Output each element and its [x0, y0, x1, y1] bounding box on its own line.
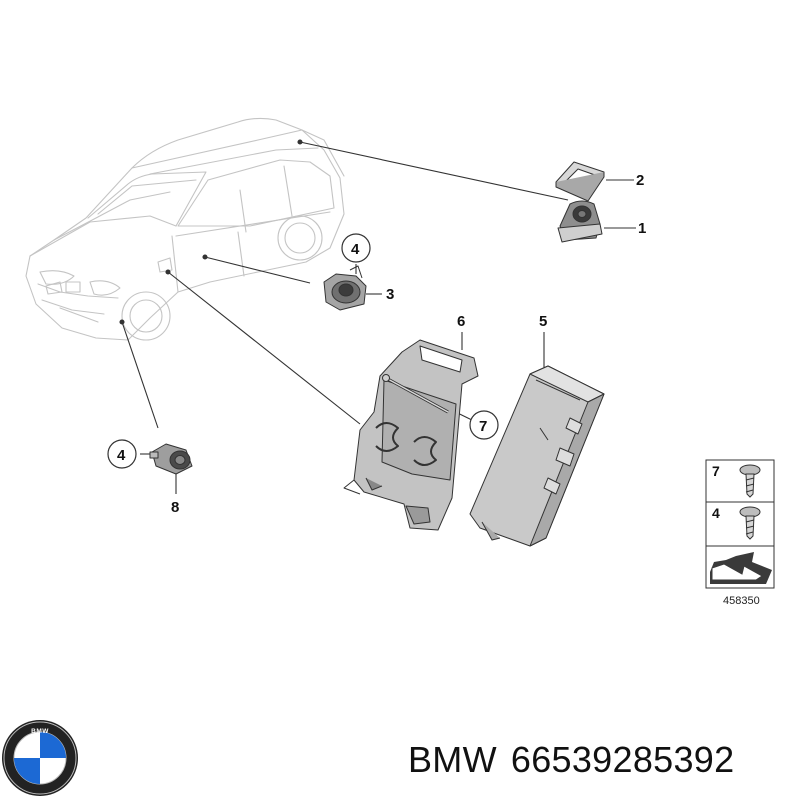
callout-3: 3: [386, 286, 394, 303]
camera-bracket-part: [555, 161, 605, 202]
bmw-logo: BMW: [2, 720, 78, 796]
legend-number-7: 7: [712, 463, 720, 479]
callout-4-circle-lower: 4: [107, 439, 137, 469]
leader-lines: [119, 139, 636, 494]
callout-2: 2: [636, 172, 644, 189]
svg-text:1: 1: [638, 220, 646, 237]
callout-6: 6: [457, 313, 465, 330]
callout-8: 8: [171, 499, 179, 516]
svg-text:6: 6: [457, 313, 465, 330]
front-camera-part: [149, 443, 193, 475]
rear-camera-part: [557, 200, 603, 243]
svg-text:3: 3: [386, 286, 394, 303]
svg-text:8: 8: [171, 499, 179, 516]
callout-1: 1: [638, 220, 646, 237]
diagram-id: 458350: [723, 595, 760, 607]
direction-arrow-icon: [710, 552, 772, 584]
svg-text:4: 4: [117, 447, 126, 464]
callout-4-circle-upper: 4: [341, 233, 371, 263]
fastener-legend: 7 4 458350: [705, 459, 775, 607]
side-camera-part: [323, 265, 367, 311]
car-outline: [25, 117, 345, 341]
callout-5: 5: [539, 313, 547, 330]
logo-lettering: BMW: [31, 728, 49, 735]
control-unit-part: [469, 365, 605, 547]
svg-text:2: 2: [636, 172, 644, 189]
svg-text:4: 4: [351, 241, 360, 258]
part-label: BMW 66539285392: [408, 739, 734, 781]
brand-name: BMW: [408, 739, 497, 780]
svg-text:5: 5: [539, 313, 547, 330]
legend-number-4: 4: [712, 505, 720, 521]
part-number: 66539285392: [510, 739, 735, 780]
callout-7-circle: 7: [469, 410, 499, 440]
screw-icon: [739, 464, 761, 498]
control-unit-bracket-part: [343, 339, 479, 531]
screw-icon: [739, 506, 761, 540]
svg-text:7: 7: [479, 418, 487, 435]
